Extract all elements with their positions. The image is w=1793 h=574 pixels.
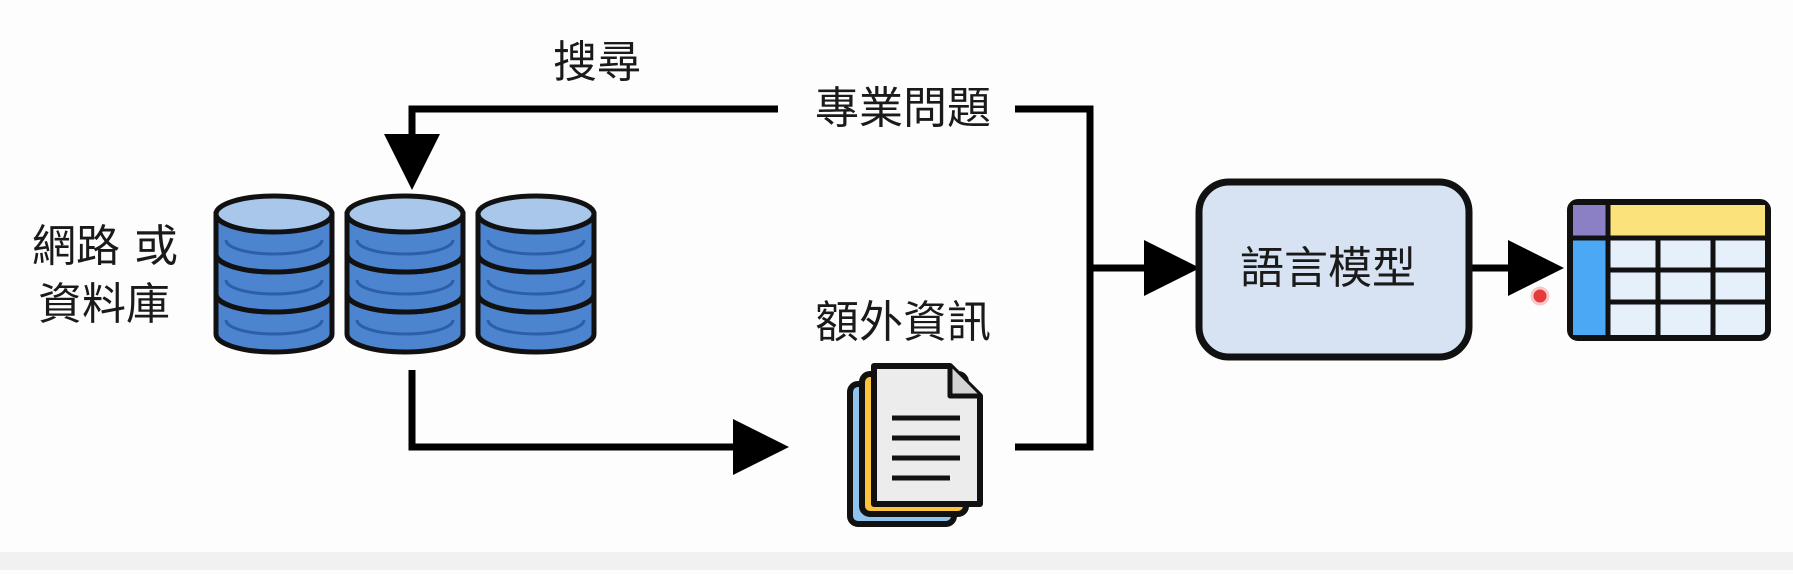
search-label: 搜尋 bbox=[553, 37, 641, 88]
merge-bracket bbox=[1015, 105, 1094, 451]
model-box bbox=[1195, 178, 1473, 361]
search-arrow bbox=[384, 105, 778, 190]
pointer-dot bbox=[1530, 286, 1550, 306]
model-label: 語言模型 bbox=[1240, 243, 1416, 294]
database-icon bbox=[213, 193, 597, 355]
retrieve-arrow bbox=[408, 370, 789, 475]
question-label: 專業問題 bbox=[815, 83, 991, 134]
bottom-strip bbox=[0, 552, 1793, 570]
database-stack-3 bbox=[475, 193, 597, 355]
source-label-line2: 資料庫 bbox=[38, 279, 170, 330]
documents-icon bbox=[847, 363, 983, 527]
source-label-line1: 網路 或 bbox=[32, 221, 178, 272]
table-icon bbox=[1567, 199, 1771, 341]
database-stack-2 bbox=[344, 193, 466, 355]
database-stack-1 bbox=[213, 193, 335, 355]
extra-info-label: 額外資訊 bbox=[815, 297, 991, 348]
